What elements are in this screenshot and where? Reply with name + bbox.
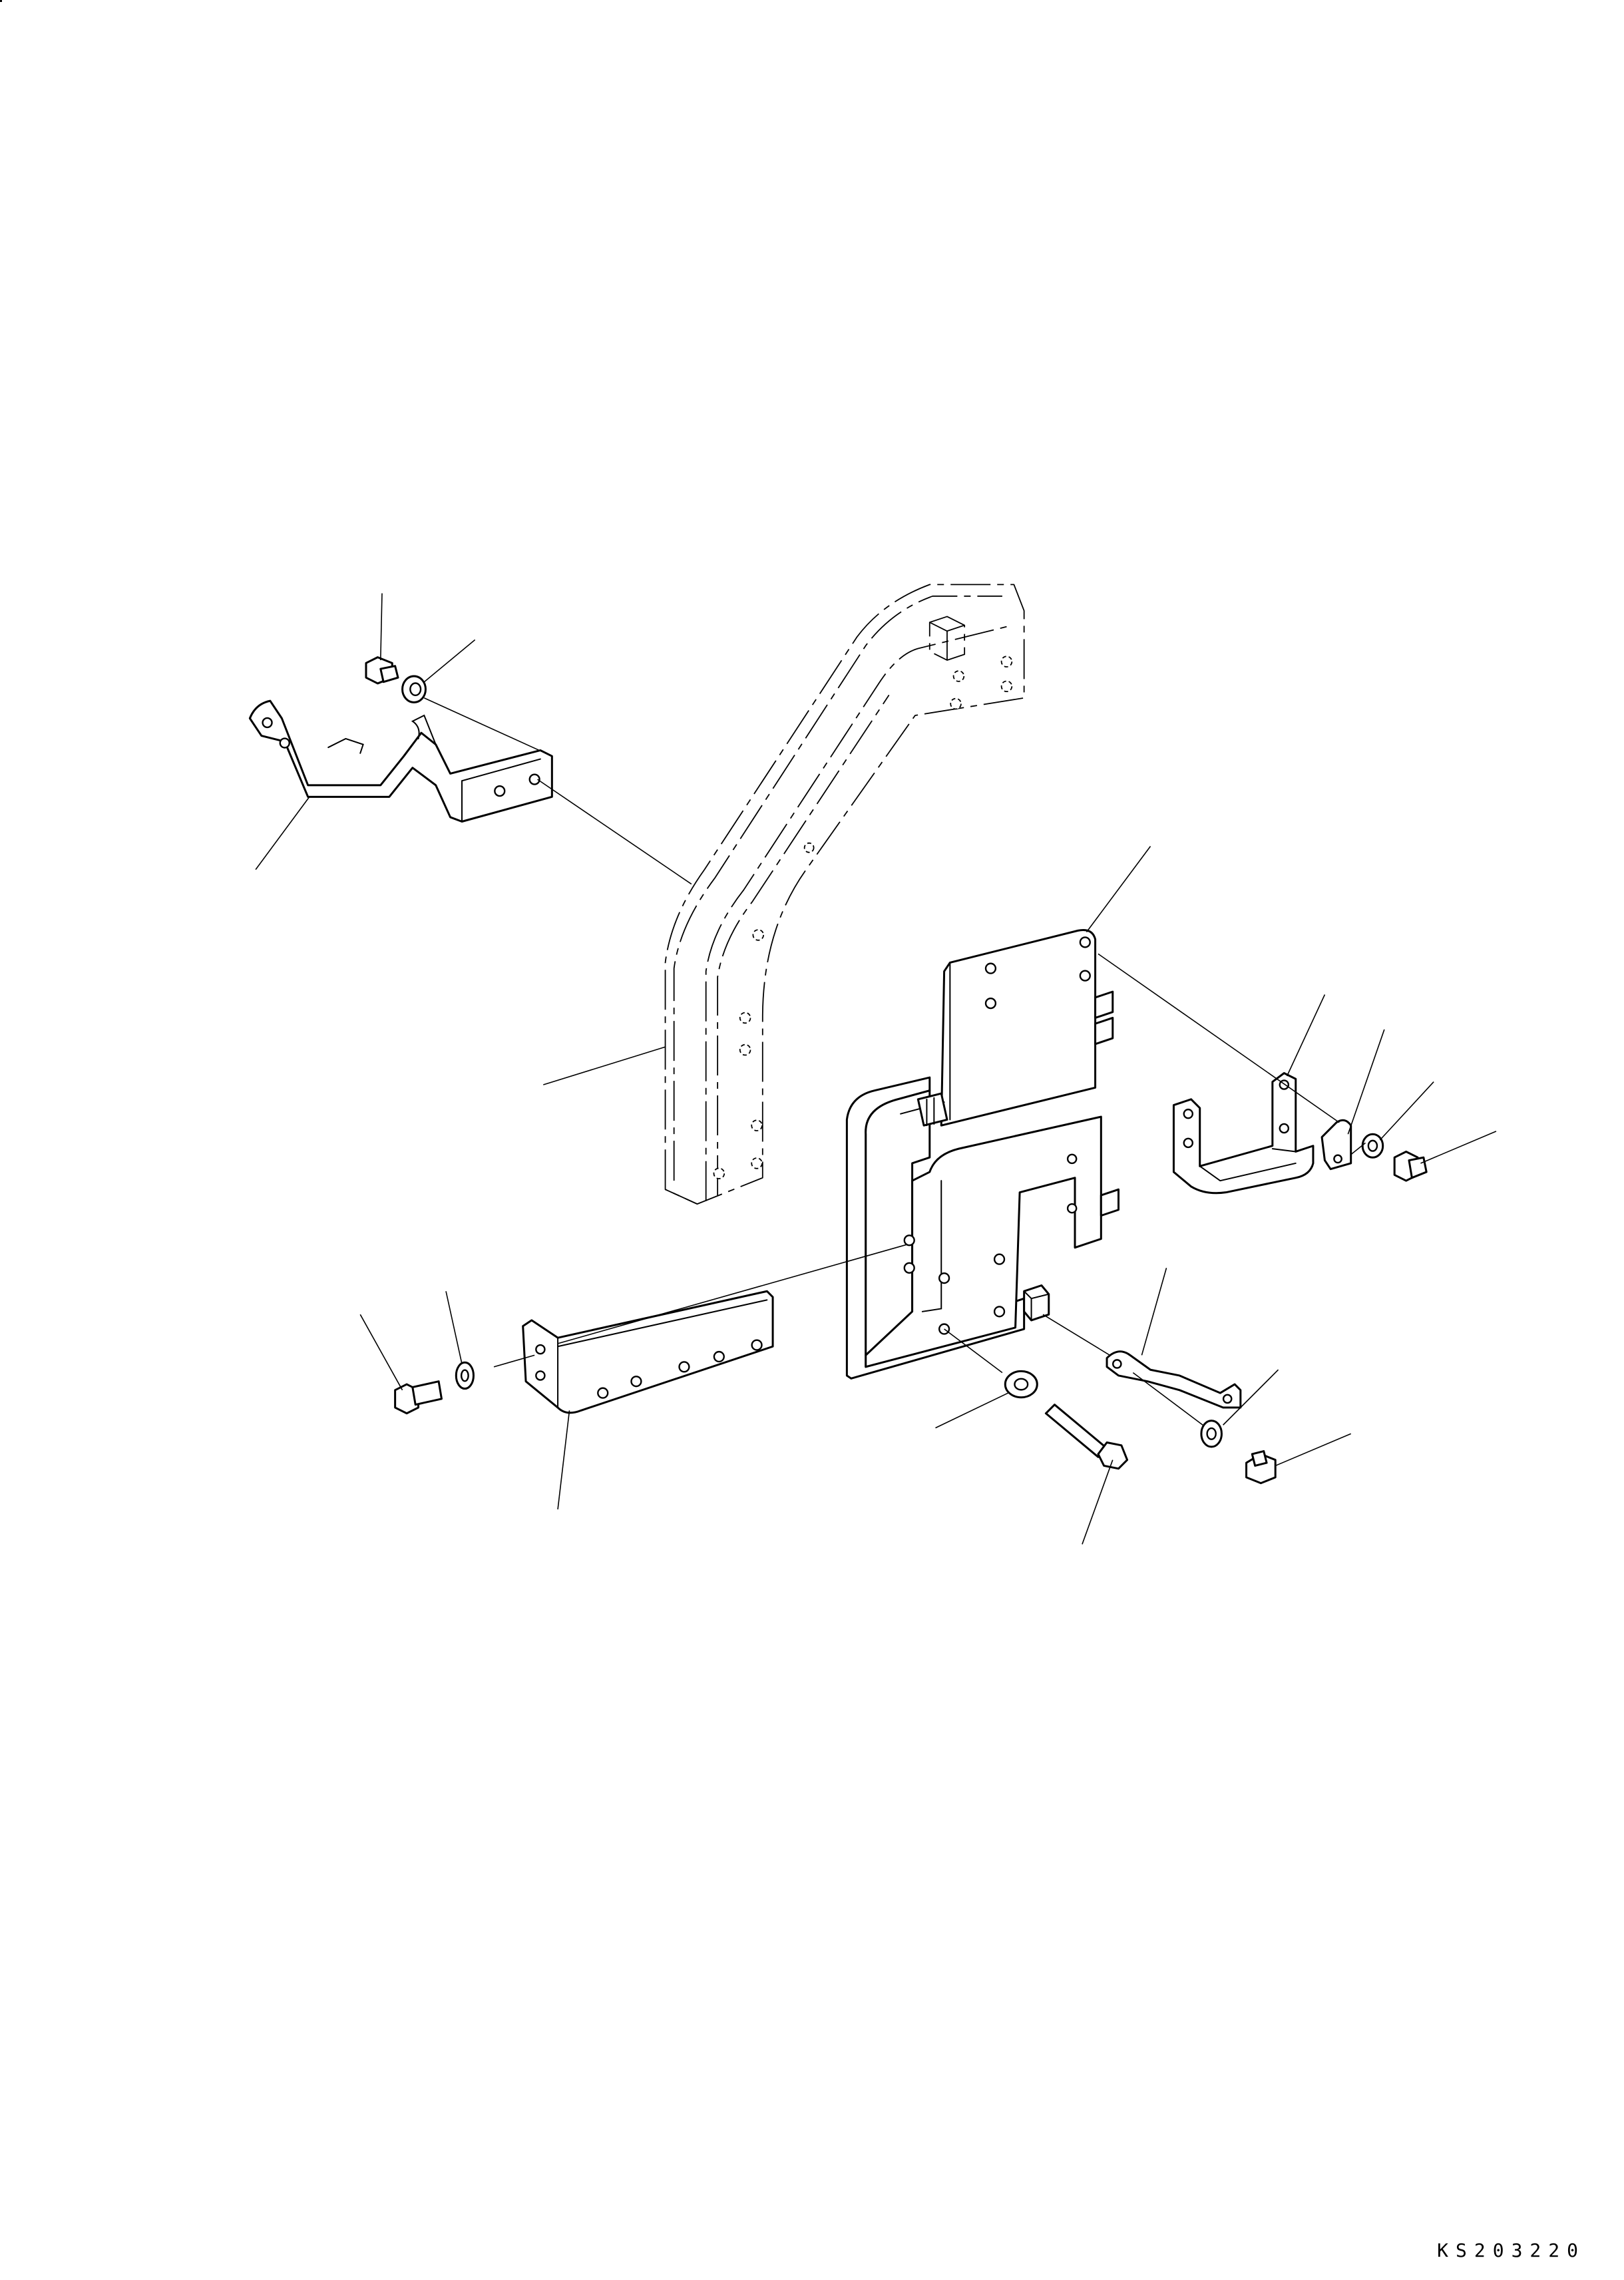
drawing-code: KS203220 bbox=[1437, 2239, 1585, 2261]
lower-right-bracket bbox=[1107, 1352, 1241, 1408]
phantom-frame-pillar bbox=[666, 584, 1024, 1204]
sheet-corner-mark bbox=[0, 0, 2, 2]
lower-left-bolt bbox=[395, 1382, 442, 1414]
right-washer bbox=[1362, 1134, 1383, 1157]
upper-left-bracket bbox=[250, 701, 552, 821]
lower-left-bracket bbox=[523, 1291, 773, 1413]
lower-center-washer bbox=[1005, 1371, 1037, 1397]
lower-left-washer bbox=[456, 1362, 473, 1388]
lower-center-long-bolt bbox=[1046, 1405, 1127, 1469]
right-bracket bbox=[1173, 1073, 1313, 1193]
leader-lines bbox=[256, 593, 1496, 1544]
right-clip bbox=[1322, 1120, 1351, 1169]
right-bolt bbox=[1394, 1151, 1426, 1181]
lower-right-washer bbox=[1201, 1421, 1222, 1447]
upper-left-washer bbox=[403, 676, 426, 702]
lower-right-bolt bbox=[1247, 1451, 1276, 1483]
center-mount-plate bbox=[847, 930, 1118, 1378]
upper-left-bolt bbox=[366, 658, 398, 683]
